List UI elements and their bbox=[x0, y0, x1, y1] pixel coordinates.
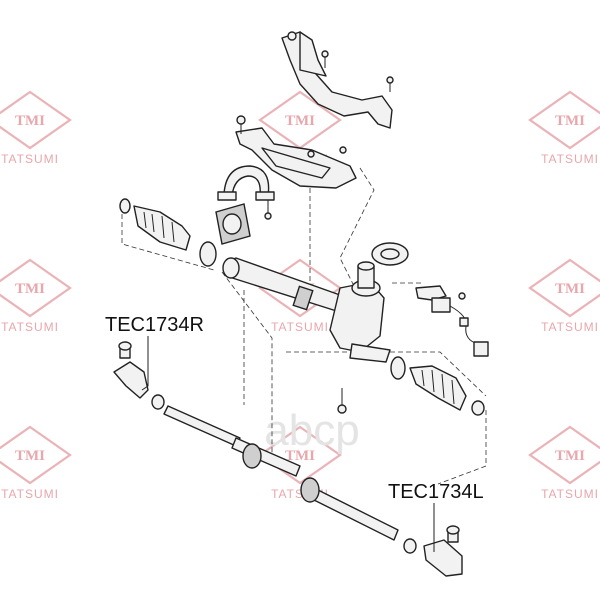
bolt-head bbox=[307, 150, 315, 158]
watermark-brand: TMI bbox=[285, 113, 315, 129]
lock-nut bbox=[403, 538, 417, 554]
watermark-logo: TMI TATSUMI bbox=[528, 90, 600, 166]
steering-boot-right bbox=[409, 365, 467, 411]
pinion-shaft-cap bbox=[357, 261, 375, 271]
watermark-diamond bbox=[528, 258, 600, 318]
watermark-logo: TMI TATSUMI bbox=[0, 425, 72, 501]
watermark-brand: TMI bbox=[555, 448, 585, 464]
tie-rod-end-right bbox=[113, 341, 301, 477]
bracket-flange bbox=[299, 31, 327, 77]
rack-clamp bbox=[217, 165, 275, 220]
tie-rod-end-body bbox=[423, 539, 463, 577]
watermark-name: TATSUMI bbox=[1, 320, 59, 334]
watermark-logo: TMI TATSUMI bbox=[0, 90, 72, 166]
bolt-head bbox=[339, 146, 347, 154]
clamp-foot bbox=[217, 191, 237, 201]
watermark-name: TATSUMI bbox=[541, 487, 599, 501]
ball-stud-nut bbox=[446, 525, 460, 535]
lead-line bbox=[121, 206, 215, 271]
lead-line bbox=[286, 351, 487, 397]
watermark-diamond bbox=[528, 90, 600, 150]
bushing-hole bbox=[222, 213, 242, 235]
label-leader-right bbox=[141, 336, 149, 391]
watermark-diamond bbox=[0, 258, 72, 318]
watermark-logo: TMI TATSUMI bbox=[528, 258, 600, 334]
sensor-connector bbox=[473, 341, 489, 357]
boot-clamp-ring bbox=[390, 356, 406, 380]
boot-bellows-ridges bbox=[143, 211, 175, 243]
clamp-foot bbox=[255, 191, 275, 201]
bolt-head bbox=[321, 50, 329, 58]
watermark-logo: TMI TATSUMI bbox=[0, 258, 72, 334]
watermark-brand: TMI bbox=[555, 281, 585, 297]
watermark-name: TATSUMI bbox=[541, 320, 599, 334]
watermark-diamond bbox=[0, 90, 72, 150]
inner-tie-rod-thread bbox=[163, 405, 241, 447]
lead-line bbox=[339, 167, 375, 291]
watermark-brand: TMI bbox=[285, 448, 315, 464]
watermark-logo: TMI TATSUMI bbox=[528, 425, 600, 501]
lock-nut bbox=[151, 394, 165, 410]
watermark-name: TATSUMI bbox=[1, 487, 59, 501]
bolt-head bbox=[337, 404, 347, 414]
boot-bellows-ridges bbox=[421, 369, 455, 405]
lead-line bbox=[437, 410, 487, 485]
rack-end-cap bbox=[222, 257, 240, 279]
watermark-brand: TMI bbox=[15, 281, 45, 297]
steering-rack bbox=[222, 257, 391, 414]
right-boot-assembly bbox=[390, 356, 485, 416]
rack-extension bbox=[349, 343, 391, 363]
part-number-label-left: TEC1734L bbox=[388, 481, 484, 503]
watermark-brand: TMI bbox=[555, 113, 585, 129]
watermark-diamond bbox=[258, 425, 342, 485]
screw-head bbox=[458, 292, 466, 300]
ball-stud-nut bbox=[118, 341, 132, 351]
center-watermark: аbcp bbox=[264, 406, 359, 455]
bracket-recess bbox=[261, 147, 331, 179]
seal-inner bbox=[380, 248, 400, 260]
steering-boot-left bbox=[133, 205, 191, 251]
bolt-head bbox=[264, 212, 272, 220]
bolt-head bbox=[236, 115, 246, 125]
bracket-bolt-hole bbox=[287, 31, 297, 41]
watermark-name: TATSUMI bbox=[271, 320, 329, 334]
rack-collar bbox=[292, 285, 314, 311]
tie-rod-end-body bbox=[113, 361, 149, 399]
sensor-body bbox=[431, 297, 451, 313]
inner-tie-rod-joint bbox=[242, 443, 262, 469]
bolt-head bbox=[386, 76, 394, 84]
mounting-bracket-upper bbox=[281, 31, 394, 129]
watermark-name: TATSUMI bbox=[1, 152, 59, 166]
inner-tie-rod-thread bbox=[305, 485, 399, 541]
part-number-label-right: TEC1734R bbox=[105, 314, 204, 336]
left-boot-assembly bbox=[119, 198, 217, 267]
watermark-brand: TMI bbox=[15, 113, 45, 129]
watermark-diamond bbox=[0, 425, 72, 485]
inner-tie-rod-joint bbox=[300, 477, 320, 503]
steering-sensor bbox=[415, 285, 489, 357]
watermark-brand: TMI bbox=[15, 448, 45, 464]
wire-clip bbox=[459, 317, 469, 327]
watermark-name: TATSUMI bbox=[541, 152, 599, 166]
mounting-bracket-lower bbox=[235, 115, 357, 189]
boot-clamp-ring bbox=[199, 241, 217, 267]
boot-clip bbox=[471, 400, 485, 416]
rack-bushing bbox=[215, 203, 251, 245]
pinion-seal bbox=[371, 242, 409, 266]
watermark-diamond bbox=[528, 425, 600, 485]
boot-clip bbox=[119, 198, 131, 214]
